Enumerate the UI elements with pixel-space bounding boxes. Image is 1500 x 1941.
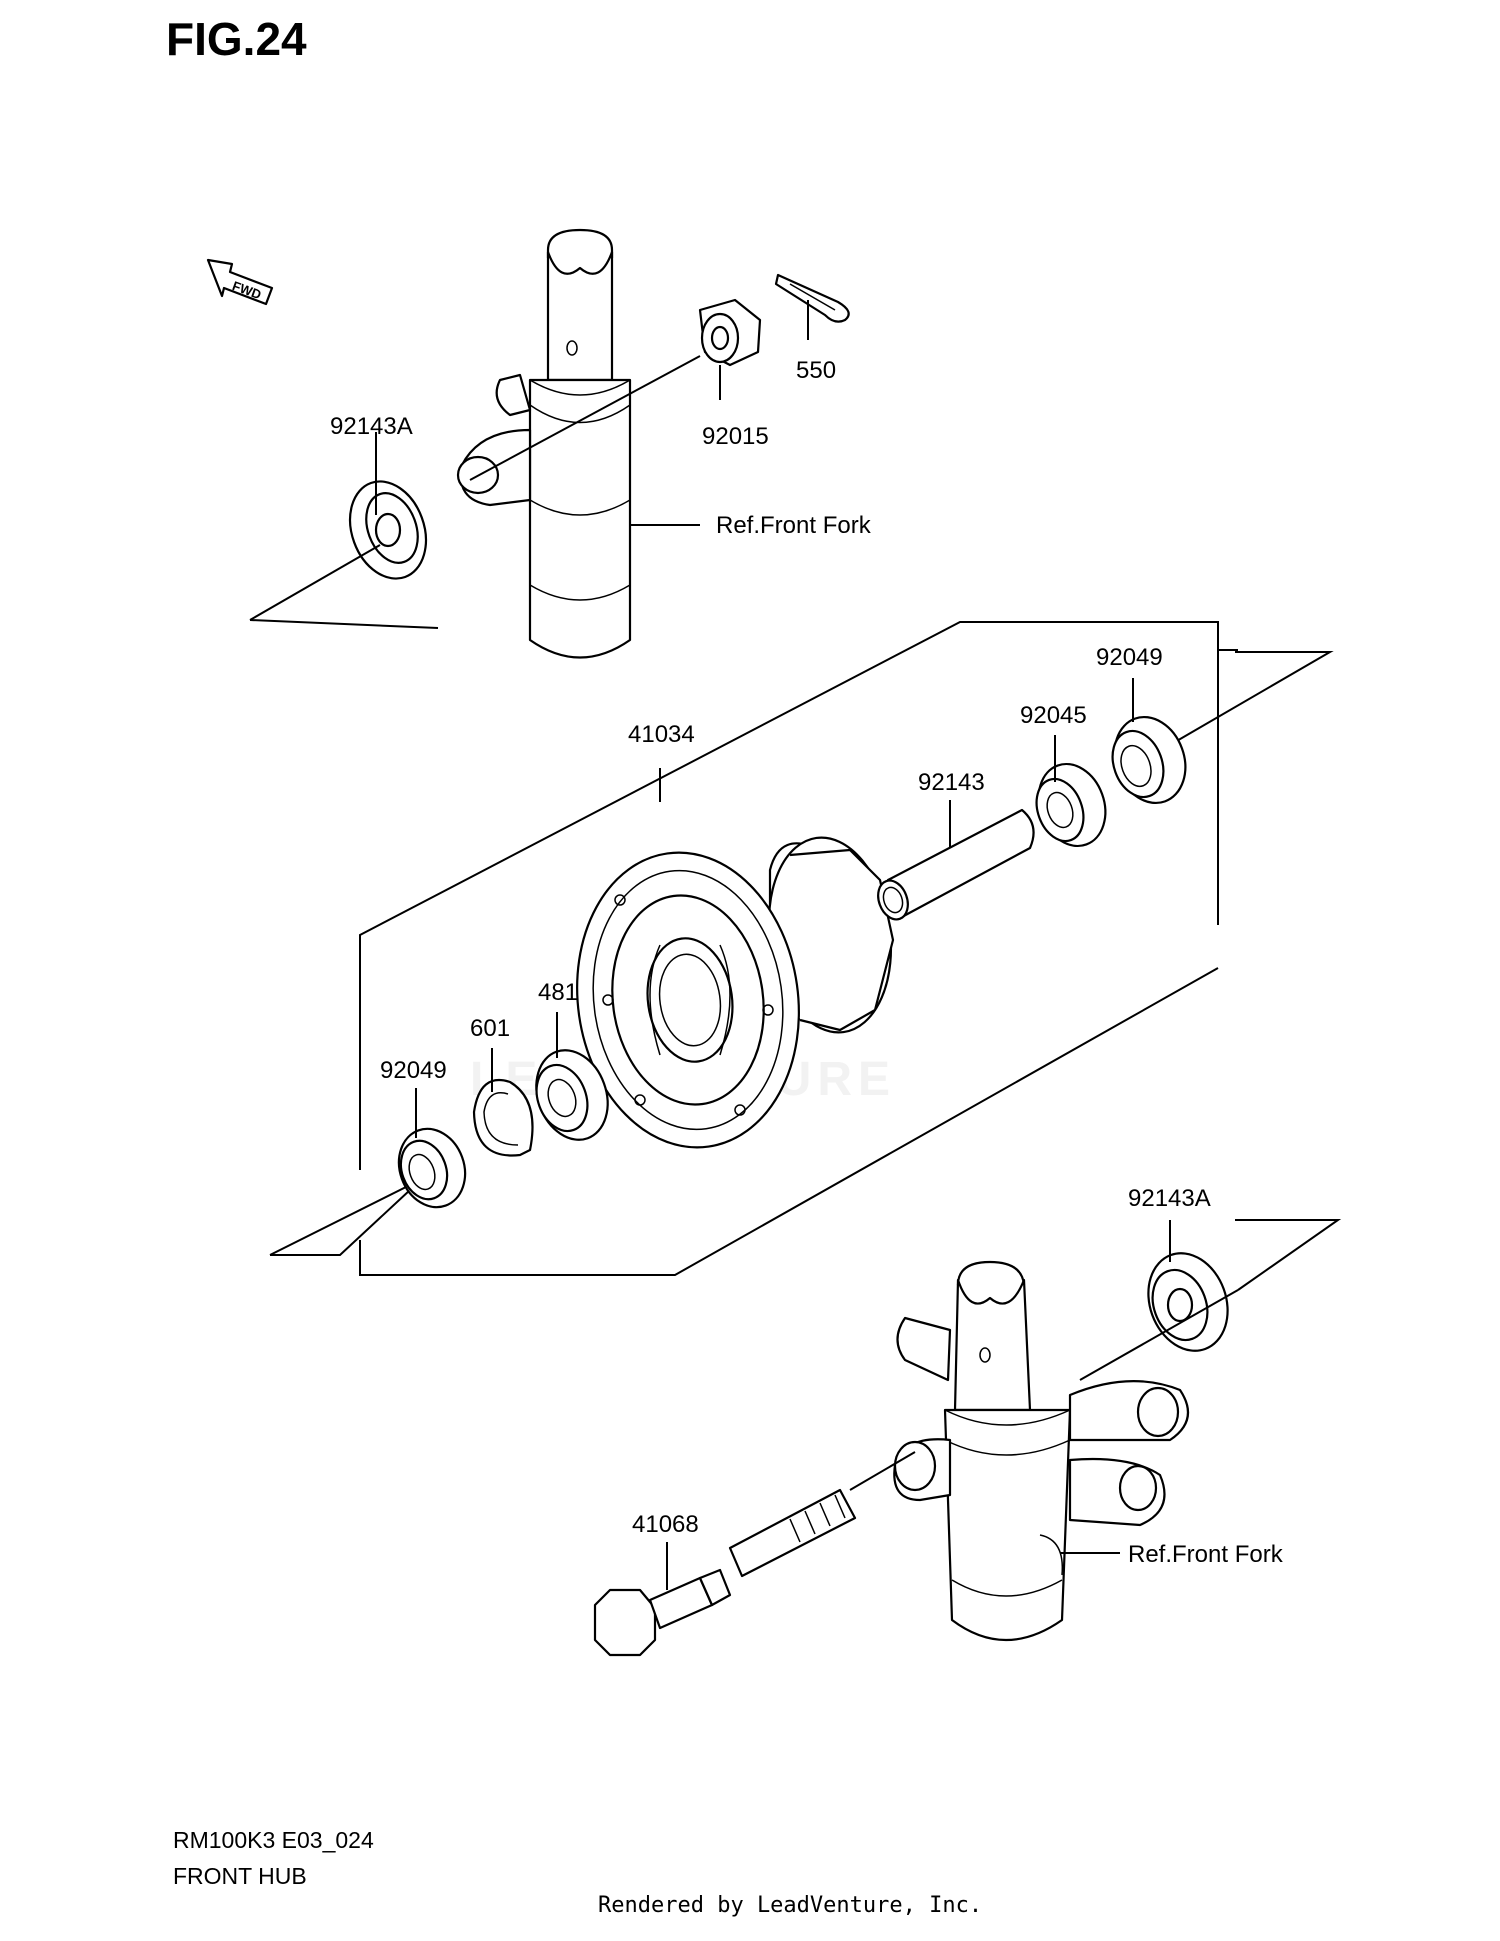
- axle-line-bottom: [1079, 1289, 1239, 1381]
- collar-92143A-top: [348, 480, 428, 580]
- axle-line-hub-right: [1174, 651, 1334, 743]
- front-fork-right: [893, 1260, 1190, 1642]
- axle-line-bolt: [849, 1451, 916, 1491]
- fwd-arrow-icon: FWD: [206, 258, 274, 306]
- axle-bolt-41068: [593, 1488, 857, 1657]
- label-92049-left: 92049: [380, 1057, 447, 1084]
- hub-41034: [576, 836, 895, 1149]
- diagram-code: RM100K3 E03_024: [173, 1827, 374, 1853]
- bearing-481: [535, 1049, 609, 1141]
- axle-line-top-left: [249, 544, 381, 621]
- front-fork-left: [456, 228, 632, 659]
- axle-line-bottom-right: [1235, 1219, 1342, 1291]
- cotter-pin-550: [774, 273, 850, 323]
- hub-group-frame-bottom: [359, 967, 1219, 1276]
- axle-line-top: [469, 355, 701, 481]
- bearing-92045: [1035, 762, 1107, 848]
- label-92143A-bottom: 92143A: [1128, 1185, 1211, 1212]
- label-ref-front-fork-bottom: Ref.Front Fork: [1128, 1541, 1284, 1568]
- label-92049-right: 92049: [1096, 644, 1163, 671]
- axle-line-hub-left: [270, 1189, 411, 1256]
- label-ref-front-fork-top: Ref.Front Fork: [716, 512, 872, 539]
- rendered-by-credit: Rendered by LeadVenture, Inc.: [598, 1893, 982, 1918]
- nut-92015: [698, 298, 762, 367]
- label-41034: 41034: [628, 721, 695, 748]
- label-92045: 92045: [1020, 702, 1087, 729]
- oil-seal-92049-right: [1111, 715, 1187, 805]
- hub-group-frame-top: [359, 621, 1219, 1170]
- label-92015: 92015: [702, 423, 769, 450]
- collar-92143A-bottom: [1147, 1252, 1229, 1352]
- spacer-92143: [877, 808, 1035, 921]
- oil-seal-92049-left: [397, 1127, 467, 1209]
- axle-line-top-bottom: [249, 619, 439, 629]
- figure-title: FIG.24: [166, 13, 307, 65]
- circlip-601: [472, 1079, 534, 1157]
- axle-line-hub-left-2: [269, 1179, 421, 1256]
- label-92143A-top: 92143A: [330, 413, 413, 440]
- label-41068: 41068: [632, 1511, 699, 1538]
- label-481: 481: [538, 979, 578, 1006]
- diagram-name: FRONT HUB: [173, 1863, 307, 1889]
- label-550: 550: [796, 357, 836, 384]
- label-601: 601: [470, 1015, 510, 1042]
- label-92143: 92143: [918, 769, 985, 796]
